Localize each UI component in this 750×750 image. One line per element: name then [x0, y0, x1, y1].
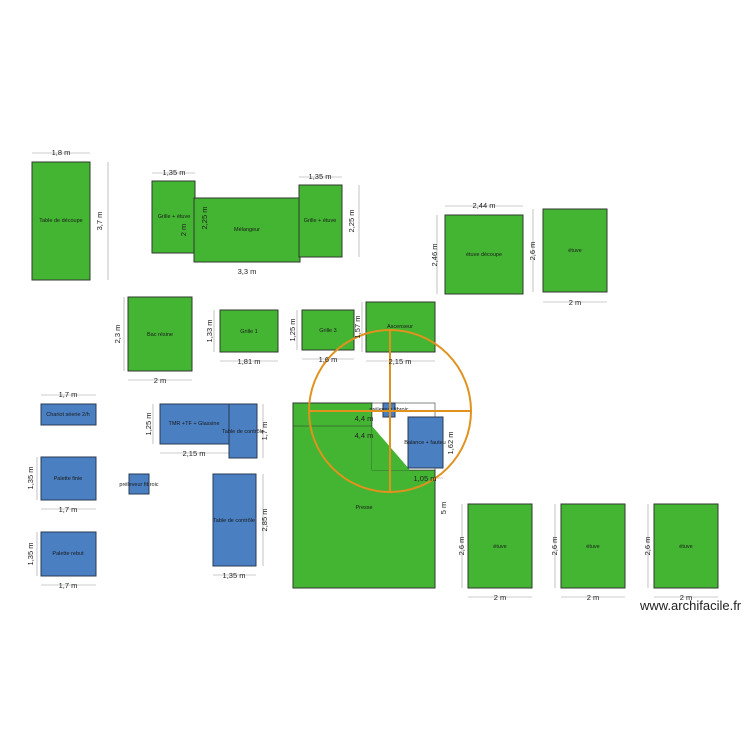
dim-label: 2,25 m — [200, 207, 209, 230]
dim-label: 1,8 m — [52, 148, 71, 157]
dim-label: 1,35 m — [223, 571, 246, 580]
dim-label: 2 m — [154, 376, 167, 385]
dim-label: 2,85 m — [260, 509, 269, 532]
etuve-bottom-1-block — [467, 503, 533, 589]
dim-label: 2 m — [680, 593, 693, 602]
dimension-labels: 1,8 m 3,7 m 1,35 m 2 m 2,25 m 3,3 m 1,35… — [26, 148, 692, 602]
balance-label: Balance + fauteu — [404, 440, 445, 446]
grille-etuve-right-block — [298, 184, 343, 258]
bac-resine-block — [127, 296, 193, 372]
melangeur-block — [193, 197, 301, 263]
dim-label: 1,81 m — [238, 357, 261, 366]
dim-label: 4,4 m — [355, 431, 374, 440]
etuve-bottom-3-label: étuve — [679, 544, 692, 550]
dim-label: 2,6 m — [550, 537, 559, 556]
dim-label: 2,6 m — [643, 537, 652, 556]
grille-1-block — [219, 309, 279, 353]
preleveur-fibroic-left-block — [128, 473, 150, 495]
dim-label: 2,6 m — [528, 242, 537, 261]
dim-label: 1,7 m — [59, 390, 78, 399]
dim-label: 2,44 m — [473, 201, 496, 210]
dim-label: 3,7 m — [95, 212, 104, 231]
ascenseur-swing-radius — [308, 329, 472, 493]
tmr-block — [159, 403, 230, 445]
chariot-label: Chariot séerie 2/h — [46, 412, 89, 418]
dim-label: 2,15 m — [183, 449, 206, 458]
table-decoupe-label: Table de découpe — [39, 218, 82, 224]
etuve-bottom-3-block — [653, 503, 719, 589]
watermark-text: www.archifacile.fr — [640, 598, 742, 613]
table-decoupe-block — [31, 161, 91, 281]
dim-label: 1,7 m — [59, 505, 78, 514]
dim-label: 2 m — [587, 593, 600, 602]
table-controle-bottom-label: Table de contrôle — [213, 518, 255, 524]
dim-label: 1,35 m — [26, 543, 35, 566]
dim-label: 2,3 m — [113, 325, 122, 344]
dim-label: 2 m — [494, 593, 507, 602]
table-controle-top-label: Table de contrôle — [222, 429, 264, 435]
palette-rebut-label: Palette rebut — [52, 551, 84, 557]
dim-label: 3,3 m — [238, 267, 257, 276]
etuve-decoupe-label: étuve découpe — [466, 252, 502, 258]
etuve-bottom-1-label: étuve — [493, 544, 506, 550]
dim-label: 1,7 m — [260, 422, 269, 441]
palette-finie-label: Palette finie — [54, 476, 83, 482]
presse-label: Presse — [355, 505, 372, 511]
tmr-label: TMR +TF + Glassine — [168, 421, 219, 427]
etuve-top-label: étuve — [568, 248, 581, 254]
balance-block — [407, 416, 444, 469]
dim-label: 2 m — [569, 298, 582, 307]
dim-label: 2,15 m — [389, 357, 412, 366]
dim-label: 1,7 m — [59, 581, 78, 590]
palette-finie-block — [40, 456, 97, 501]
etuve-bottom-2-block — [560, 503, 626, 589]
dim-label: 5 m — [439, 502, 448, 515]
dim-label: 1,25 m — [144, 413, 153, 436]
etuve-bottom-2-label: étuve — [586, 544, 599, 550]
dim-label: 1,6 m — [319, 355, 338, 364]
table-controle-top-block — [228, 403, 258, 459]
bac-resine-label: Bac résine — [147, 332, 173, 338]
dim-label: 1,05 m — [414, 474, 437, 483]
ascenseur-label: Ascenseur — [387, 324, 413, 330]
palette-rebut-block — [40, 531, 97, 577]
dim-label: 2,46 m — [430, 244, 439, 267]
grille-etuve-left-label: Grille + étuve — [158, 214, 191, 220]
dim-label: 2,25 m — [347, 210, 356, 233]
table-controle-bottom-block — [212, 473, 257, 567]
dim-label: 2 m — [179, 224, 188, 237]
melangeur-label: Mélangeur — [234, 227, 260, 233]
dim-label: 4,4 m — [355, 414, 374, 423]
dim-label: 2,6 m — [457, 537, 466, 556]
chariot-block — [40, 403, 97, 426]
dim-label: 1,35 m — [26, 467, 35, 490]
ascenseur-block — [365, 301, 436, 353]
grille-1-label: Grille 1 — [240, 329, 257, 335]
dim-label: 1,33 m — [205, 320, 214, 343]
grille-etuve-right-label: Grille + étuve — [304, 218, 337, 224]
dim-label: 1,57 m — [353, 316, 362, 339]
etuve-top-block — [542, 208, 608, 293]
dim-label: 1,35 m — [309, 172, 332, 181]
dim-label: 1,25 m — [288, 319, 297, 342]
dim-label: 1,62 m — [446, 432, 455, 455]
dim-label: 1,35 m — [163, 168, 186, 177]
preleveur-fibroic-left-label: préleveur fibroic — [119, 482, 158, 488]
etuve-decoupe-block — [444, 214, 524, 295]
grille-3-label: Grille 3 — [319, 328, 336, 334]
